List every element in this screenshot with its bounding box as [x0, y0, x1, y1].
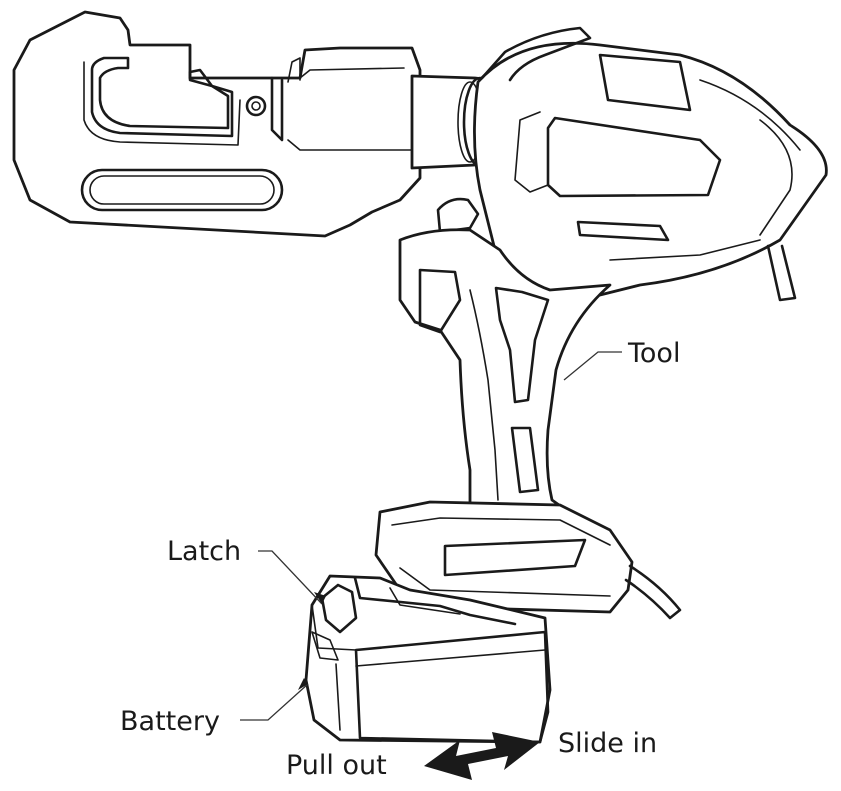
battery-label: Battery — [120, 706, 220, 737]
pull-out-label: Pull out — [286, 750, 387, 781]
battery-leader-arrowhead — [298, 678, 308, 690]
tool-handle — [398, 228, 612, 522]
battery-mount — [374, 500, 682, 620]
tool-body — [436, 26, 828, 302]
latch-leader-line — [258, 550, 323, 605]
crimping-head — [12, 10, 422, 238]
battery-pack — [304, 574, 552, 744]
latch-button — [320, 583, 358, 634]
tool-label: Tool — [627, 338, 680, 369]
latch-label: Latch — [167, 536, 241, 567]
slide-in-label: Slide in — [558, 728, 657, 759]
tool-leader-line — [563, 351, 622, 381]
slide-direction-double-arrow — [424, 732, 540, 780]
latch-leader-arrowhead — [314, 592, 326, 604]
battery-leader-line — [240, 683, 309, 721]
